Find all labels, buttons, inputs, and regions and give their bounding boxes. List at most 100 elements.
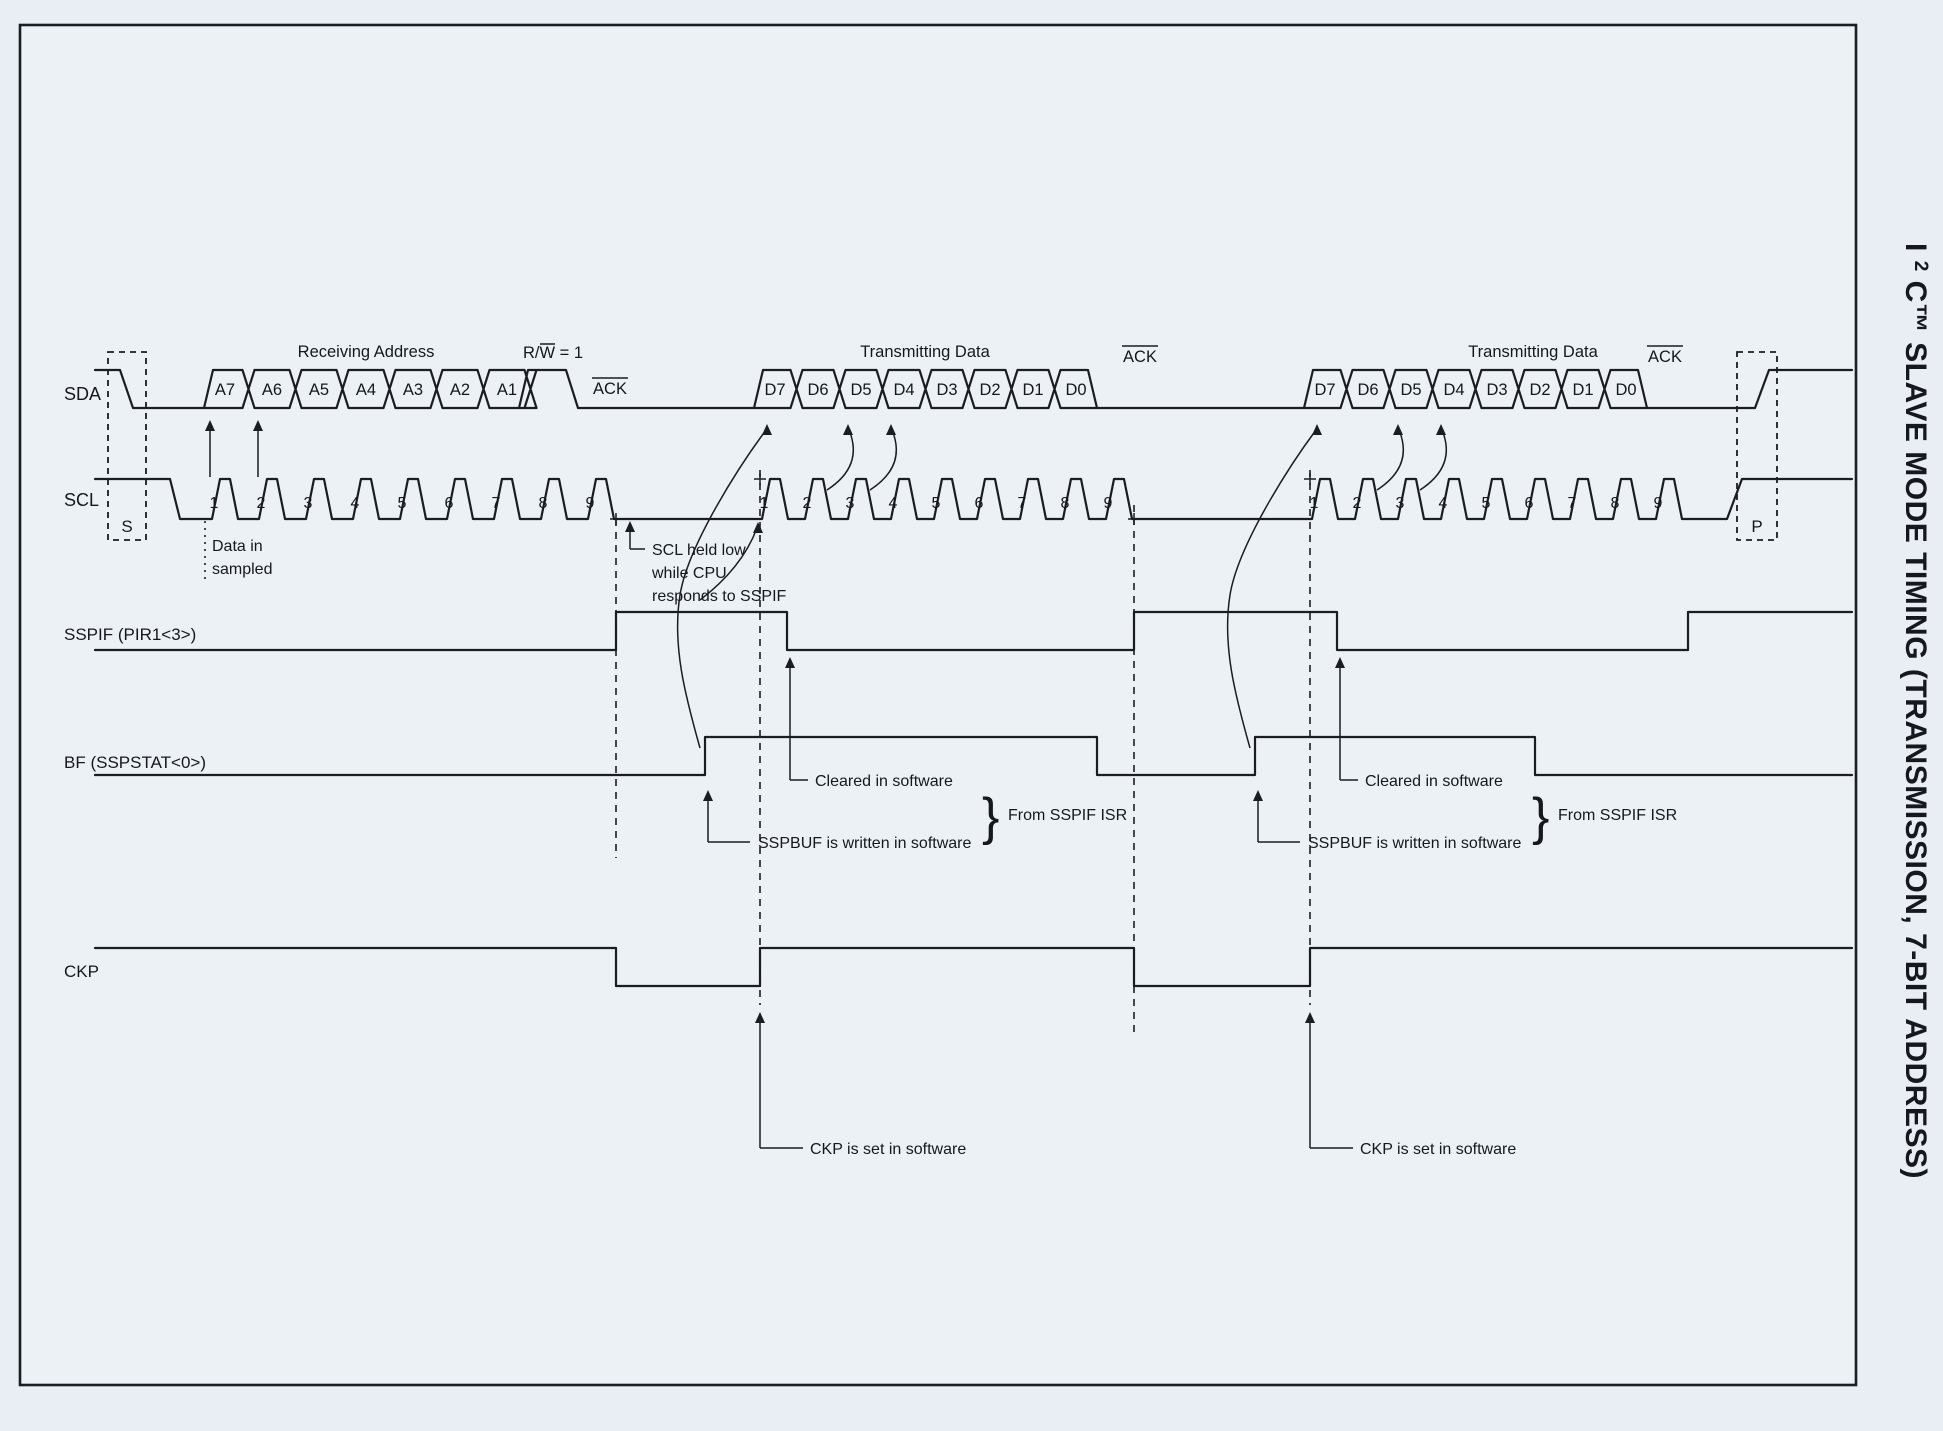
scl-held-text-1: SCL held low — [652, 542, 746, 559]
scl-release-arrowhead-icon — [753, 522, 763, 533]
clock-number-byte1: 7 — [492, 495, 501, 512]
shift-arrowhead-icon — [762, 424, 772, 435]
address-bit-label: A4 — [356, 381, 376, 399]
clock-number-byte2: 8 — [1061, 495, 1070, 512]
clock-number-byte2: 1 — [760, 495, 769, 512]
clock-number-byte1: 8 — [539, 495, 548, 512]
data-bit-label-byte2: D0 — [1615, 381, 1636, 399]
shift-arrowhead-icon — [1436, 424, 1446, 435]
address-bit-label: A7 — [215, 381, 235, 399]
shift-arrow-d7-byte1 — [676, 429, 767, 749]
clock-number-byte1: 2 — [257, 495, 266, 512]
rw-label-pre: R/ — [523, 344, 540, 362]
receiving-address-label: Receiving Address — [298, 343, 435, 361]
shift-arrowhead-icon — [886, 424, 896, 435]
clock-number-byte3: 2 — [1353, 495, 1362, 512]
clock-number-byte2: 3 — [846, 495, 855, 512]
from-sspif-isr-text-2: From SSPIF ISR — [1558, 807, 1677, 824]
signal-label-sspif: SSPIF (PIR1<3>) — [64, 625, 196, 644]
start-condition-label: S — [121, 517, 132, 536]
address-bit-label: A3 — [403, 381, 423, 399]
clock-number-byte1: 6 — [445, 495, 454, 512]
stop-condition-box — [1736, 351, 1778, 541]
data-bit-label-byte1: D3 — [936, 381, 957, 399]
start-condition-box — [107, 351, 147, 541]
sspbuf-text-1: SSPBUF is written in software — [758, 835, 972, 852]
clock-number-byte3: 1 — [1310, 495, 1319, 512]
clock-number-byte3: 4 — [1439, 495, 1448, 512]
ckp-set-arrowhead-icon — [755, 1012, 765, 1023]
data-bit-label-byte1: D6 — [807, 381, 828, 399]
isr-brace-icon: } — [982, 788, 999, 846]
sample-arrowhead-icon — [253, 420, 263, 431]
data-bit-label-byte1: D4 — [893, 381, 914, 399]
sda-waveform — [93, 368, 1854, 410]
scl-held-text-2: while CPU — [651, 565, 727, 582]
sample-arrowhead-icon — [205, 420, 215, 431]
signal-label-bf: BF (SSPSTAT<0>) — [64, 753, 206, 772]
shift-arrowhead-icon — [1312, 424, 1322, 435]
sspbuf-arrowhead-icon — [703, 790, 713, 801]
ckp-set-text-2: CKP is set in software — [1360, 1141, 1516, 1158]
signal-label-scl: SCL — [64, 490, 99, 510]
data-bit-label-byte2: D5 — [1400, 381, 1421, 399]
clock-number-byte3: 7 — [1568, 495, 1577, 512]
clock-number-byte3: 8 — [1611, 495, 1620, 512]
data-bit-label-byte2: D7 — [1314, 381, 1335, 399]
clock-number-byte1: 4 — [351, 495, 360, 512]
data-bit-label-byte1: D1 — [1022, 381, 1043, 399]
figure-title-rest: C™ SLAVE MODE TIMING (TRANSMISSION, 7-BI… — [1899, 281, 1932, 1179]
data-bit-label-byte2: D1 — [1572, 381, 1593, 399]
rw-label: R/W = 1 — [523, 344, 583, 362]
cleared-text-2: Cleared in software — [1365, 773, 1503, 790]
scl-release-curve-arrow — [699, 527, 758, 601]
data-bit-label-byte1: D0 — [1065, 381, 1086, 399]
clock-number-byte1: 1 — [210, 495, 219, 512]
shift-arrowhead-icon — [1393, 424, 1403, 435]
data-bit-label-byte2: D6 — [1357, 381, 1378, 399]
ack-label-3: ACK — [1648, 348, 1682, 366]
data-bit-label-byte2: D4 — [1443, 381, 1464, 399]
cleared-arrowhead-icon — [785, 657, 795, 668]
ack-label-1: ACK — [593, 380, 627, 398]
shift-arrow-d7-byte2 — [1226, 429, 1317, 749]
address-bit-label: A6 — [262, 381, 282, 399]
cleared-arrowhead-icon — [1335, 657, 1345, 668]
sspif-waveform — [93, 610, 1854, 652]
clock-number-byte1: 5 — [398, 495, 407, 512]
waveform-layer: S P SDA SCL SSPIF (PIR1<3>) BF (SSPSTAT<0>) CK… — [64, 343, 1854, 1158]
ckp-set-text-1: CKP is set in software — [810, 1141, 966, 1158]
data-bit-label-byte2: D3 — [1486, 381, 1507, 399]
figure-title-superscript: 2 — [1910, 261, 1931, 272]
sspbuf-text-2: SSPBUF is written in software — [1308, 835, 1522, 852]
clock-number-byte1: 9 — [586, 495, 595, 512]
clock-number-byte3: 3 — [1396, 495, 1405, 512]
transmitting-data-label-1: Transmitting Data — [860, 343, 990, 361]
data-in-sampled-text-2: sampled — [212, 561, 272, 578]
cleared-text-1: Cleared in software — [815, 773, 953, 790]
scl-held-text-3: responds to SSPIF — [652, 588, 787, 605]
address-bit-label: A5 — [309, 381, 329, 399]
from-sspif-isr-text-1: From SSPIF ISR — [1008, 807, 1127, 824]
signal-label-sda: SDA — [64, 384, 101, 404]
clock-number-byte2: 2 — [803, 495, 812, 512]
stop-condition-label: P — [1751, 517, 1762, 536]
clock-number-byte2: 6 — [975, 495, 984, 512]
rw-label-suffix: = 1 — [555, 344, 583, 362]
isr-brace-icon: } — [1532, 788, 1549, 846]
clock-number-byte3: 6 — [1525, 495, 1534, 512]
data-in-sampled-text-1: Data in — [212, 538, 263, 555]
clock-number-byte1: 3 — [304, 495, 313, 512]
data-bit-label-byte1: D5 — [850, 381, 871, 399]
ack-label-2: ACK — [1123, 348, 1157, 366]
address-bit-label: A1 — [497, 381, 517, 399]
data-bit-label-byte1: D2 — [979, 381, 1000, 399]
shift-arrow-d5-byte1 — [826, 429, 854, 491]
shift-arrowhead-icon — [843, 424, 853, 435]
rw-label-w: W — [540, 344, 556, 362]
clock-number-byte3: 9 — [1654, 495, 1663, 512]
sspbuf-arrowhead-icon — [1253, 790, 1263, 801]
scl-waveform — [93, 477, 1854, 521]
clock-number-byte3: 5 — [1482, 495, 1491, 512]
